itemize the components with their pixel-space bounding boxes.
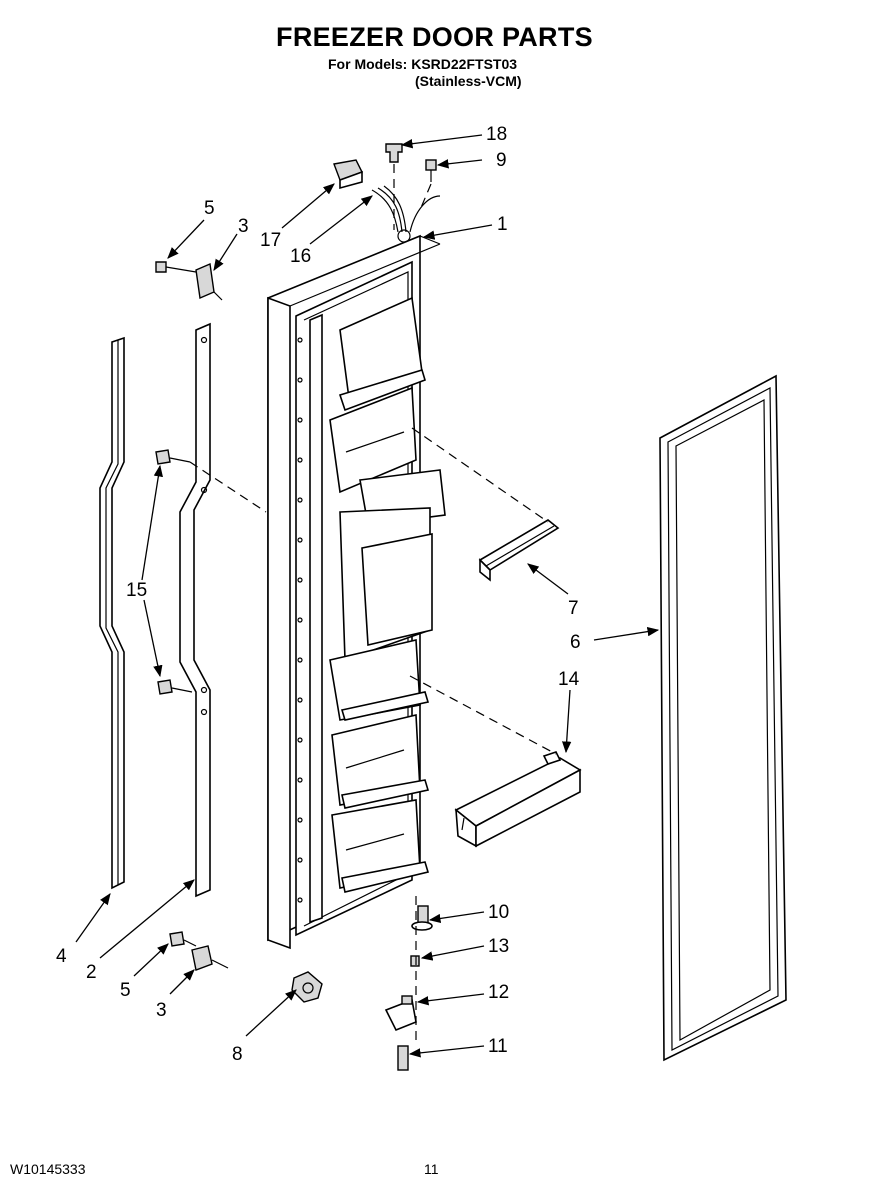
part-14-door-bin [454, 751, 582, 848]
part-12-hinge [384, 995, 417, 1032]
part-3-bottom-hinge-bracket [191, 945, 229, 971]
callout-4: 4 [56, 946, 67, 967]
callout-12: 12 [488, 982, 509, 1003]
part-17-wire-connector [333, 159, 363, 190]
models-line: For Models: KSRD22FTST03 [328, 56, 518, 72]
callout-3-top: 3 [238, 216, 249, 237]
callout-17: 17 [260, 230, 281, 251]
part-16-wire-harness [371, 185, 441, 243]
page-title: FREEZER DOOR PARTS [276, 22, 593, 52]
callout-15: 15 [126, 580, 147, 601]
leader-lines [75, 134, 660, 1058]
callout-13: 13 [488, 936, 509, 957]
part-5-bottom-screw [169, 931, 197, 947]
callout-6: 6 [570, 632, 581, 653]
part-2-mounting-rail [179, 322, 211, 898]
part-15-screws [155, 449, 193, 695]
part-18-hinge-bushing [385, 143, 403, 163]
part-8-nut [291, 971, 323, 1003]
rail-holes [297, 337, 303, 903]
part-9-screw [425, 159, 437, 182]
page-number: 11 [424, 1161, 439, 1177]
callout-11: 11 [488, 1036, 508, 1057]
callout-labels: 18 9 1 17 16 5 3 15 7 6 14 10 13 4 2 5 3… [56, 124, 581, 1065]
part-1-freezer-door-liner [267, 234, 446, 950]
part-10-hinge-pin [411, 905, 433, 931]
callout-18: 18 [486, 124, 507, 145]
callout-3-bottom: 3 [156, 1000, 167, 1021]
part-4-trim-strip [99, 336, 125, 890]
part-13-screw [410, 955, 420, 967]
callout-10: 10 [488, 902, 509, 923]
callout-14: 14 [558, 669, 580, 690]
part-5-top-screw [155, 261, 197, 273]
callout-16: 16 [290, 246, 311, 267]
part-3-top-hinge-bracket [195, 262, 223, 301]
finish-line: (Stainless-VCM) [415, 73, 522, 89]
callout-8: 8 [232, 1044, 243, 1065]
callout-5-bottom: 5 [120, 980, 131, 1001]
part-6-door-gasket [659, 374, 787, 1062]
part-11-screw [397, 1045, 409, 1071]
callout-5-top: 5 [204, 198, 215, 219]
callout-2: 2 [86, 962, 97, 983]
document-number: W10145333 [10, 1161, 86, 1177]
callout-9: 9 [496, 150, 507, 171]
callout-1: 1 [497, 214, 508, 235]
callout-7: 7 [568, 598, 579, 619]
liner-bins [329, 296, 446, 893]
part-7-shelf-rail [478, 519, 560, 582]
